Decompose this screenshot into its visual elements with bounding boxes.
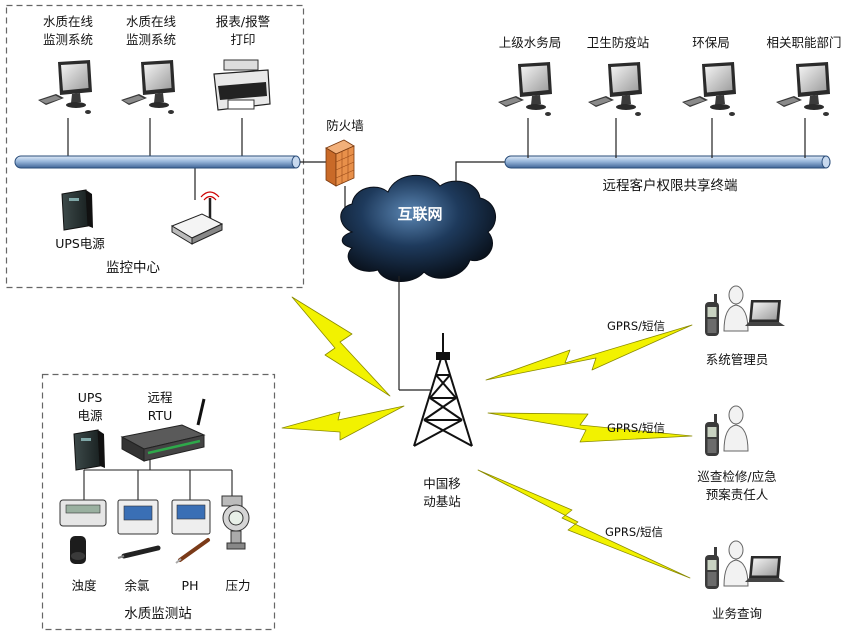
wireless-link-admin xyxy=(485,324,693,381)
person-icon xyxy=(723,405,749,452)
base-station-tower-icon xyxy=(413,333,473,447)
wireless-link-inspector xyxy=(487,412,693,443)
remote-client-label-2: 卫生防疫站 xyxy=(587,35,650,50)
wireless-router-icon xyxy=(170,191,224,245)
sensor-label-turbidity: 浊度 xyxy=(71,578,97,593)
remote-clients-caption: 远程客户权限共享终端 xyxy=(603,177,738,194)
monitor-center-title: 监控中心 xyxy=(106,260,160,276)
ups-icon xyxy=(61,189,93,231)
mobile-phone-icon xyxy=(705,547,719,589)
mobile-user-label-inspector-line2: 预案责任人 xyxy=(706,487,769,502)
sensor-label-ph: PH xyxy=(182,578,199,593)
station-ups-label-line1: UPS xyxy=(78,390,103,405)
remote-pc-health-station-icon xyxy=(588,62,642,116)
mobile-user-label-query: 业务查询 xyxy=(712,606,762,621)
remote-pc-env-bureau-icon xyxy=(682,62,736,116)
remote-client-label-3: 环保局 xyxy=(692,35,730,50)
person-icon xyxy=(723,540,749,587)
mobile-user-query xyxy=(705,540,785,589)
monitoring-pc-1-icon xyxy=(38,60,92,114)
monitoring-pc-2-icon xyxy=(121,60,175,114)
remote-clients-bus xyxy=(504,155,831,169)
monitor-center-bus xyxy=(14,155,301,169)
base-station-label-line1: 中国移 xyxy=(423,476,461,491)
remote-pc-water-bureau-icon xyxy=(498,62,552,116)
water-station-boundary xyxy=(41,373,276,631)
gprs-label-inspector: GPRS/短信 xyxy=(607,421,665,435)
laptop-icon xyxy=(745,556,785,582)
pc2-label-line1: 水质在线 xyxy=(126,14,177,29)
base-station-label-line2: 动基站 xyxy=(423,494,461,509)
sensor-label-chlorine: 余氯 xyxy=(124,578,150,593)
mobile-phone-icon xyxy=(705,414,719,456)
pc1-label-line1: 水质在线 xyxy=(43,14,94,29)
remote-client-label-4: 相关职能部门 xyxy=(766,35,841,50)
turbidity-sensor-icon xyxy=(59,499,107,564)
mobile-user-label-inspector-line1: 巡查检修/应急 xyxy=(697,469,776,484)
water-station-title: 水质监测站 xyxy=(124,606,192,622)
gprs-label-admin: GPRS/短信 xyxy=(607,319,665,333)
rtu-label-line2: RTU xyxy=(148,408,173,423)
mobile-user-label-admin: 系统管理员 xyxy=(706,352,769,367)
residual-chlorine-sensor-icon xyxy=(117,499,161,559)
sensor-label-pressure: 压力 xyxy=(225,578,250,593)
wireless-link-monitor-center xyxy=(291,296,391,397)
laptop-icon xyxy=(745,300,785,326)
rtu-label-line1: 远程 xyxy=(147,390,173,405)
pc2-label-line2: 监测系统 xyxy=(126,32,176,47)
printer-label-line2: 打印 xyxy=(230,32,255,47)
gprs-label-query: GPRS/短信 xyxy=(605,525,663,539)
pressure-transmitter-icon xyxy=(221,495,250,550)
printer-icon xyxy=(213,59,271,111)
firewall-icon xyxy=(325,139,355,187)
internet-cloud-icon xyxy=(340,174,496,282)
firewall-label: 防火墙 xyxy=(326,118,364,133)
ups-label: UPS电源 xyxy=(55,236,105,251)
station-ups-label-line2: 电源 xyxy=(77,408,103,423)
mobile-phone-icon xyxy=(705,294,719,336)
ph-sensor-icon xyxy=(171,499,211,564)
mobile-user-admin xyxy=(705,285,785,336)
printer-label-line1: 报表/报警 xyxy=(216,14,270,29)
internet-label: 互联网 xyxy=(397,205,442,223)
remote-client-label-1: 上级水务局 xyxy=(499,35,562,50)
mobile-user-inspector xyxy=(705,405,749,456)
remote-pc-departments-icon xyxy=(776,62,830,116)
person-icon xyxy=(723,285,749,332)
rtu-icon xyxy=(120,398,206,462)
station-ups-icon xyxy=(73,429,105,471)
wireless-link-query xyxy=(477,469,691,579)
wireless-link-water-station xyxy=(281,405,405,441)
monitor-center-boundary xyxy=(5,4,305,289)
pc1-label-line2: 监测系统 xyxy=(43,32,93,47)
